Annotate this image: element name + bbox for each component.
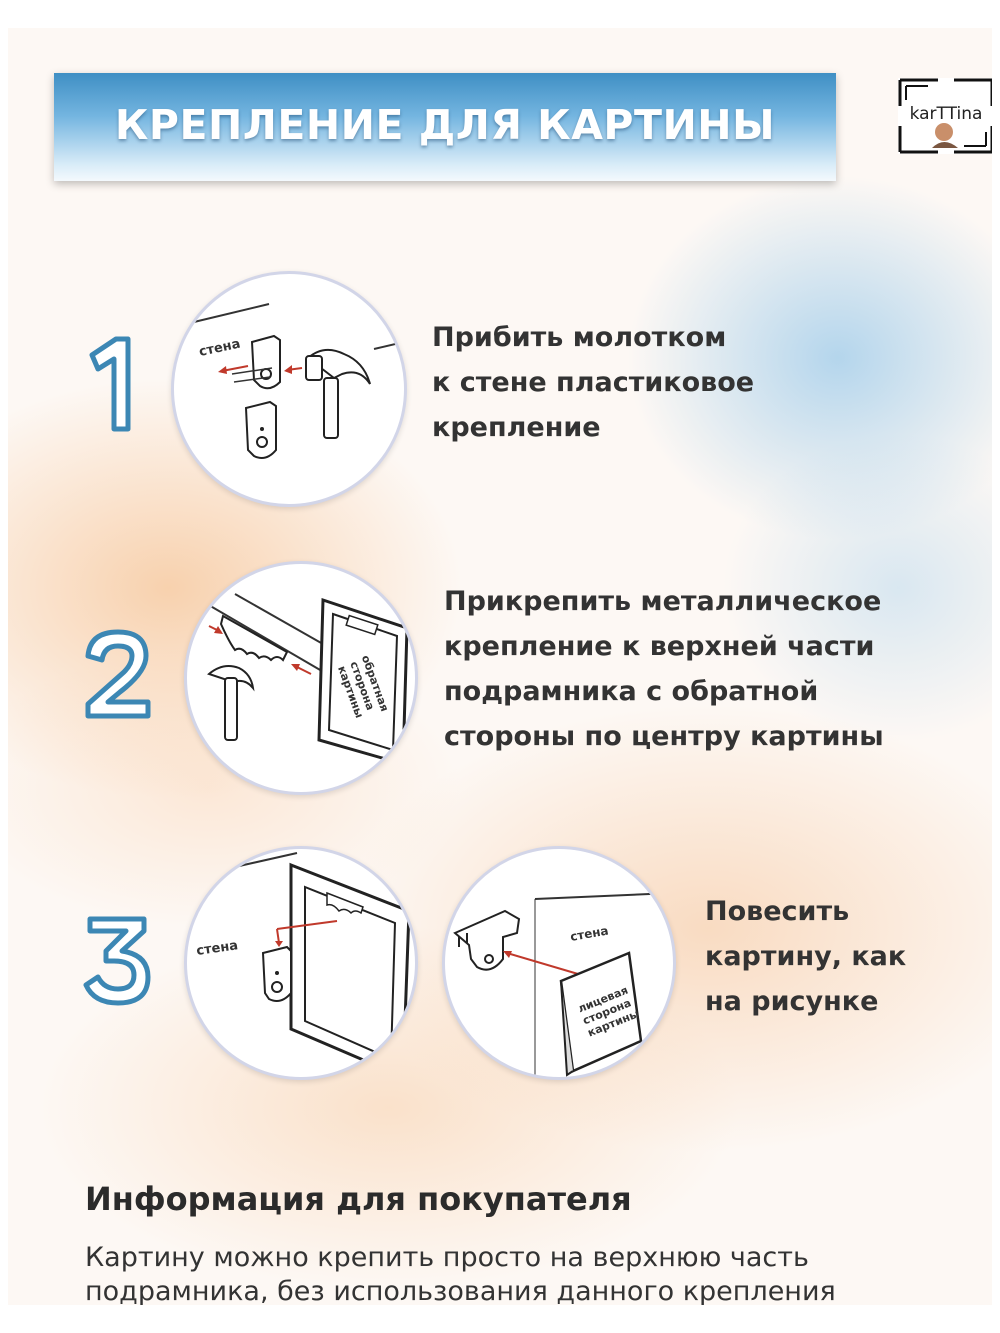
frame-icon [317, 597, 409, 766]
step-2-number [85, 629, 151, 719]
logo-frame-icon [898, 78, 992, 154]
arrow-icon [218, 365, 303, 374]
info-line: Картину можно крепить просто на верхнюю … [85, 1242, 809, 1273]
step-3-line: Повесить [705, 896, 850, 927]
step-3-line: картину, как [705, 941, 907, 972]
plastic-mount-icon [453, 909, 521, 971]
logo-text: karTTina [909, 104, 983, 124]
step-2-line: стороны по центру картины [444, 721, 884, 752]
step-2-line: крепление к верхней части [444, 631, 875, 662]
info-line: подрамника, без использования данного кр… [85, 1276, 836, 1305]
step-2-line: подрамника с обратной [444, 676, 819, 707]
step-3-wall-label: стена [569, 923, 609, 943]
step-1-line: Прибить молотком [432, 322, 727, 353]
step-1-number [89, 336, 131, 432]
step-2-illustration: обратная сторона картины [184, 561, 418, 795]
step-3-line: на рисунке [705, 986, 879, 1017]
brand-logo: karTTina [898, 78, 992, 154]
step-2-line: Прикрепить металлическое [444, 586, 882, 617]
plastic-mount-icon [250, 334, 281, 390]
frame-icon [559, 951, 643, 1077]
page-title: КРЕПЛЕНИЕ ДЛЯ КАРТИНЫ [114, 101, 776, 149]
step-3-illustration-b: стена лицевая сторона картины [442, 846, 676, 1080]
step-3-number [83, 916, 151, 1006]
plastic-mount-icon [261, 945, 292, 1002]
step-1-illustration: стена [171, 271, 407, 507]
step-2-text: Прикрепить металлическое крепление к вер… [444, 579, 884, 759]
hammer-icon [305, 348, 371, 439]
metal-mount-icon [219, 614, 289, 662]
title-banner: КРЕПЛЕНИЕ ДЛЯ КАРТИНЫ [54, 73, 836, 181]
arrow-icon [208, 625, 312, 675]
hammer-icon [207, 665, 255, 741]
step-1-text: Прибить молотком к стене пластиковое кре… [432, 315, 754, 450]
step-1-line: крепление [432, 412, 601, 443]
info-body: Картину можно крепить просто на верхнюю … [85, 1241, 836, 1305]
step-3-illustration-a: стена [184, 846, 418, 1080]
info-title: Информация для покупателя [85, 1180, 632, 1218]
metal-mount-icon [326, 891, 364, 915]
arrow-icon [275, 920, 338, 947]
instruction-card: КРЕПЛЕНИЕ ДЛЯ КАРТИНЫ karTTina стена [8, 28, 992, 1305]
frame-icon [289, 862, 411, 1077]
plastic-mount-icon [244, 400, 277, 459]
step-3-text: Повесить картину, как на рисунке [705, 889, 906, 1024]
step-1-line: к стене пластиковое [432, 367, 755, 398]
step-3-wall-label: стена [195, 938, 238, 959]
step-1-wall-label: стена [198, 337, 242, 360]
